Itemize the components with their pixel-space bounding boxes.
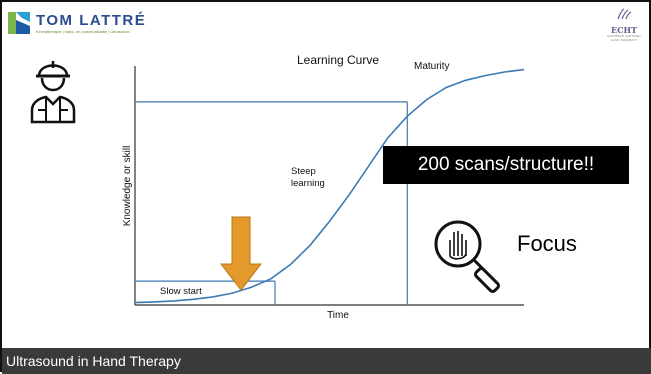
y-axis-label: Knowledge or skill [122,146,133,227]
magnifier-hand-icon [432,218,512,300]
x-axis-label: Time [327,310,349,321]
focus-label: Focus [517,231,577,257]
chart-title: Learning Curve [297,53,379,67]
down-arrow-icon [220,216,262,292]
callout-badge: 200 scans/structure!! [383,146,629,184]
annotation-slow-start: Slow start [160,286,202,297]
slide-footer: Ultrasound in Hand Therapy [2,348,651,374]
annotation-maturity: Maturity [414,61,450,72]
